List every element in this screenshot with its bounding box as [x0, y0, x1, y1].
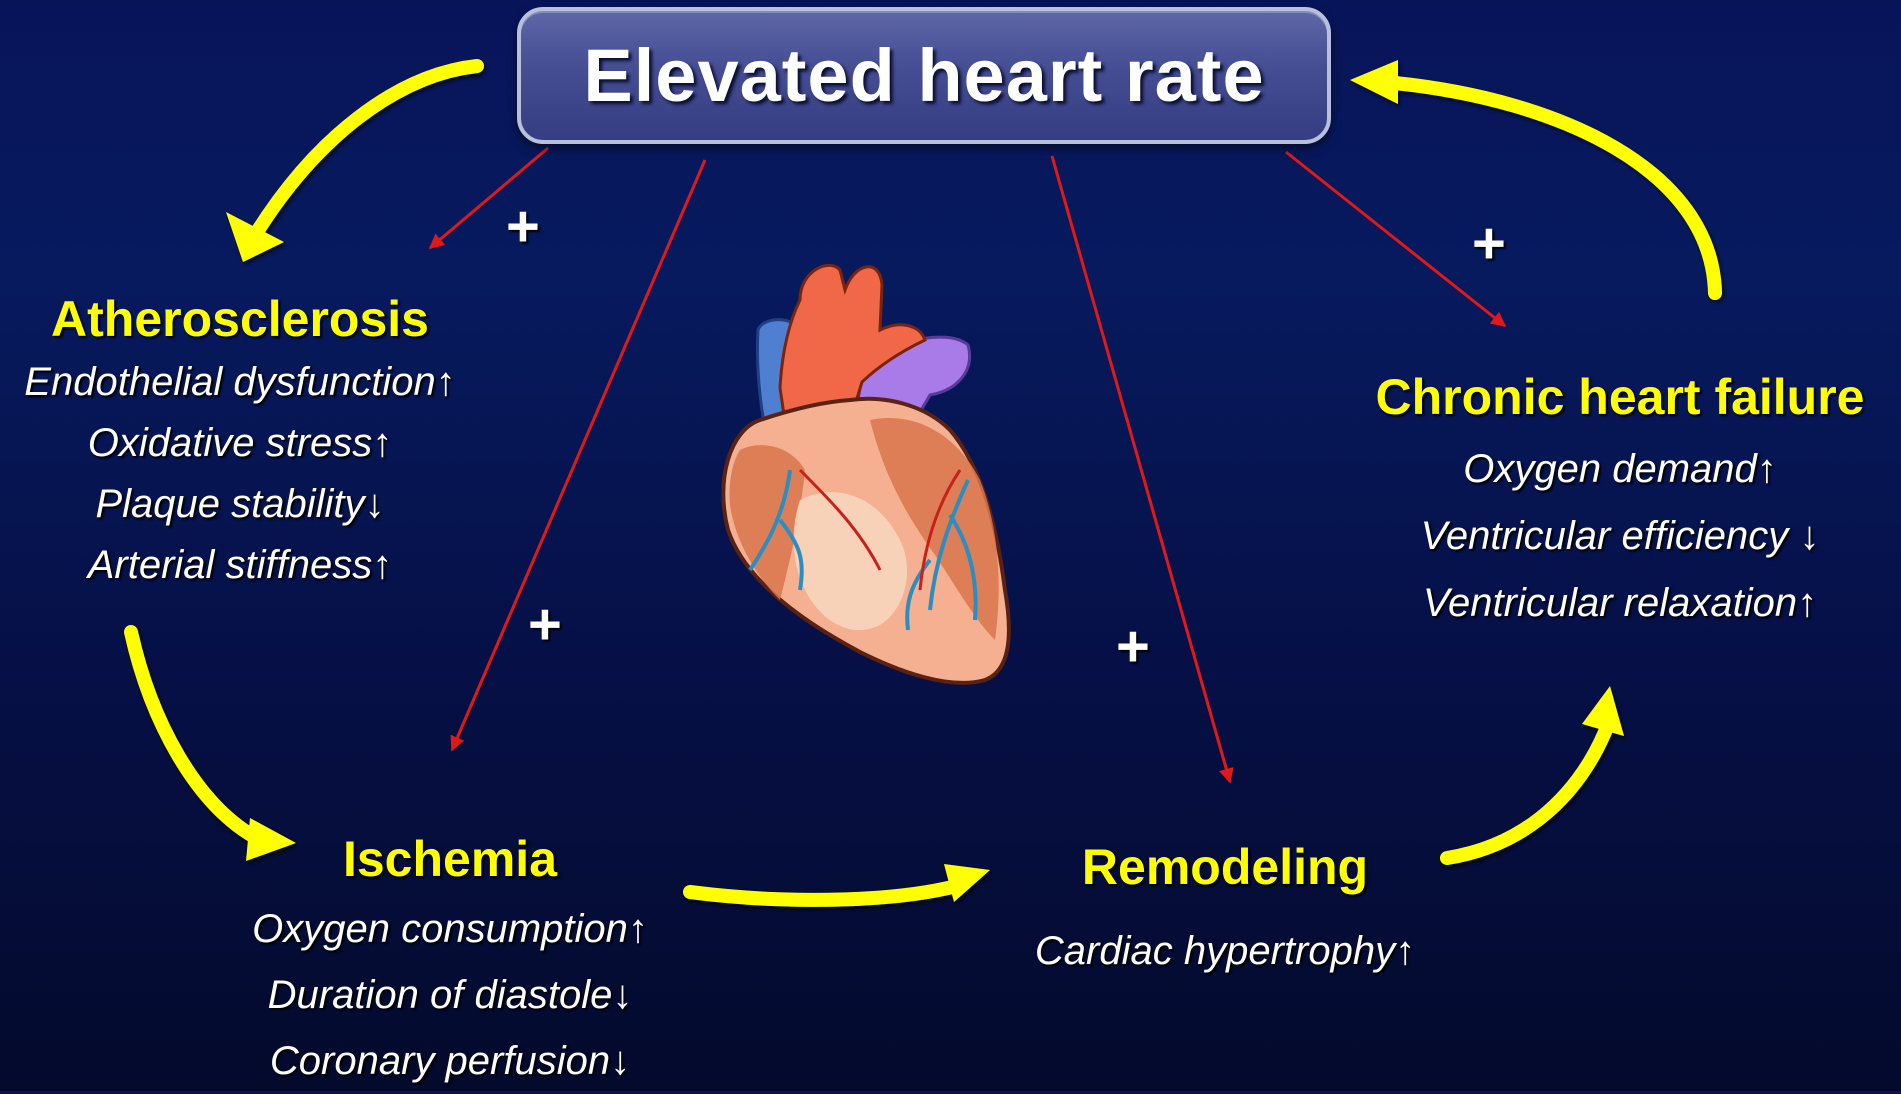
heart-illustration [723, 265, 1009, 682]
heart-failure-title: Chronic heart failure [1340, 368, 1900, 426]
heart-failure-list: Oxygen demand↑ Ventricular efficiency ↓ … [1340, 436, 1900, 637]
plus-sign-heart-failure: + [1472, 215, 1506, 273]
ischemia-title: Ischemia [220, 830, 680, 888]
ischemia-node: Ischemia Oxygen consumption↑ Duration of… [220, 830, 680, 1094]
plus-sign-ischemia: + [528, 596, 562, 654]
list-item: Oxygen demand↑ [1340, 436, 1900, 503]
arrow-remodeling-to-heart-failure [1447, 686, 1624, 858]
elevated-heart-rate-box: Elevated heart rate [517, 7, 1331, 144]
remodeling-node: Remodeling Cardiac hypertrophy↑ [1000, 838, 1450, 984]
list-item: Plaque stability↓ [0, 474, 480, 535]
list-item: Coronary perfusion↓ [220, 1028, 680, 1094]
remodeling-list: Cardiac hypertrophy↑ [1000, 918, 1450, 984]
list-item: Ventricular relaxation↑ [1340, 570, 1900, 637]
list-item: Cardiac hypertrophy↑ [1000, 918, 1450, 984]
arrow-rate-to-remodeling [1052, 156, 1230, 782]
list-item: Endothelial dysfunction↑ [0, 352, 480, 413]
list-item: Duration of diastole↓ [220, 962, 680, 1028]
plus-sign-remodeling: + [1116, 618, 1150, 676]
plus-sign-atherosclerosis: + [506, 198, 540, 256]
ischemia-list: Oxygen consumption↑ Duration of diastole… [220, 896, 680, 1094]
arrow-rate-to-atherosclerosis-cycle [226, 66, 477, 262]
heart-failure-node: Chronic heart failure Oxygen demand↑ Ven… [1340, 368, 1900, 637]
atherosclerosis-node: Atherosclerosis Endothelial dysfunction↑… [0, 290, 480, 596]
diagram-title: Elevated heart rate [583, 33, 1264, 118]
list-item: Arterial stiffness↑ [0, 535, 480, 596]
list-item: Oxygen consumption↑ [220, 896, 680, 962]
list-item: Oxidative stress↑ [0, 413, 480, 474]
atherosclerosis-title: Atherosclerosis [0, 290, 480, 348]
list-item: Ventricular efficiency ↓ [1340, 503, 1900, 570]
atherosclerosis-list: Endothelial dysfunction↑ Oxidative stres… [0, 352, 480, 596]
arrow-atherosclerosis-to-ischemia [131, 632, 296, 861]
arrow-rate-to-ischemia [452, 160, 705, 750]
arrow-ischemia-to-remodeling [690, 864, 990, 902]
arrow-heart-failure-to-rate [1350, 60, 1715, 293]
remodeling-title: Remodeling [1000, 838, 1450, 896]
